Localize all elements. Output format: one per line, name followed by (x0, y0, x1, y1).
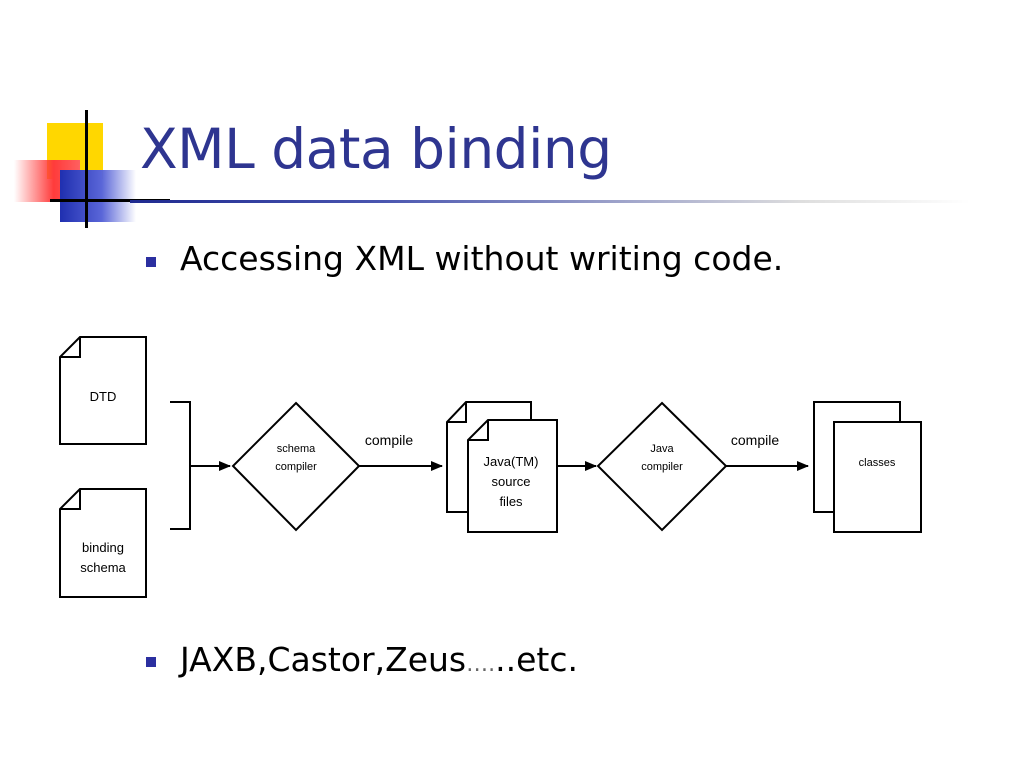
bullet-marker (146, 257, 156, 267)
blue-square (60, 170, 136, 222)
binding-label-line2: schema (80, 560, 126, 575)
bullet-text-main: JAXB,Castor,Zeus (180, 640, 467, 679)
schema-compiler-diamond: schema compiler (231, 401, 361, 532)
schema-compiler-label-line2: compiler (275, 461, 317, 473)
dtd-label: DTD (90, 389, 117, 404)
title-underline (130, 200, 970, 203)
classes-label: classes (859, 457, 896, 469)
binding-label-line1: binding (82, 540, 124, 555)
bullet-text: Accessing XML without writing code. (180, 239, 784, 278)
classes-document-icon: classes (813, 401, 922, 533)
java-source-files-icon: Java(TM) source files (446, 401, 558, 533)
decorative-logo (0, 0, 170, 240)
java-compiler-diamond: Java compiler (596, 401, 728, 532)
compile-label-2: compile (731, 432, 779, 448)
java-source-label-line1: Java(TM) (484, 454, 539, 469)
slide-title: XML data binding (140, 117, 612, 181)
bullet-marker (146, 657, 156, 667)
input-bracket (170, 401, 191, 530)
java-source-label-line3: files (499, 494, 523, 509)
compile-label-1: compile (365, 432, 413, 448)
bullet-text: JAXB,Castor,Zeus…...etc. (180, 643, 578, 676)
java-source-label-line2: source (491, 474, 530, 489)
binding-schema-document-icon: binding schema (59, 488, 147, 598)
java-compiler-label-line1: Java (650, 443, 674, 455)
bullet-ellipsis: …. (466, 652, 496, 677)
java-compiler-label-line2: compiler (641, 461, 683, 473)
bullet-text-end: ..etc. (495, 640, 578, 679)
horizontal-line (50, 199, 170, 202)
dtd-document-icon: DTD (59, 336, 147, 445)
schema-compiler-label-line1: schema (277, 443, 316, 455)
vertical-line (85, 110, 88, 228)
